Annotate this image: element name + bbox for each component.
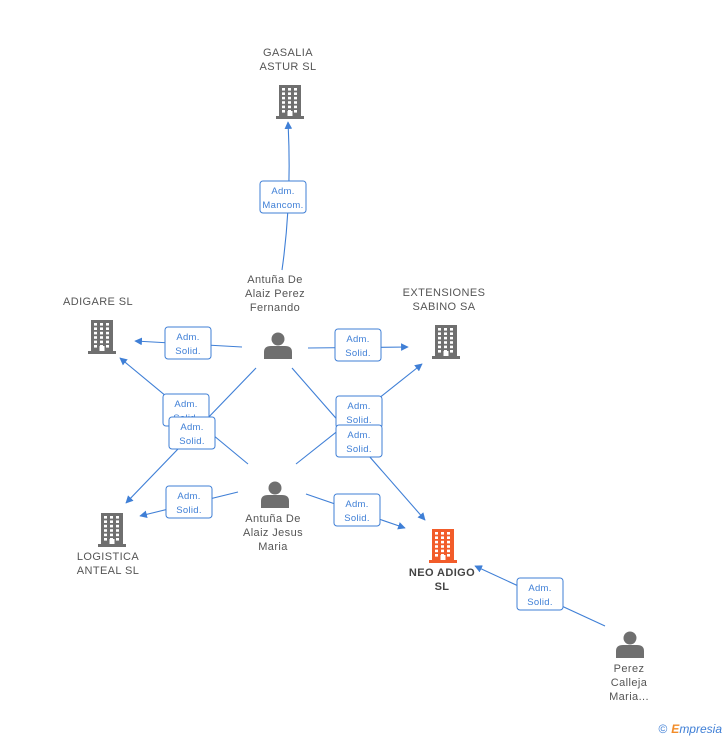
edges-layer: [119, 121, 606, 627]
edge-label-box: [165, 485, 213, 519]
copyright-symbol: ©: [658, 722, 668, 736]
edge-label-text: Solid.: [346, 415, 372, 426]
node-label-line: GASALIA: [263, 47, 313, 59]
edge-label-text: Solid.: [176, 505, 202, 516]
node-label-line: SABINO SA: [413, 301, 476, 313]
edge-label-text: Solid.: [175, 346, 201, 357]
building-icon: [276, 85, 304, 119]
edge-label-text: Adm.: [345, 499, 368, 510]
node-label-line: Antuña De: [245, 513, 301, 525]
brand-initial: E: [671, 722, 680, 736]
node-label-line: EXTENSIONES: [403, 287, 486, 299]
edge-label-text: Adm.: [271, 186, 294, 197]
building-icon: [98, 513, 126, 547]
node-label-line: Fernando: [250, 302, 300, 314]
node-gasalia[interactable]: GASALIA ASTUR SL: [260, 47, 317, 119]
person-icon: [264, 332, 292, 359]
footer-brand: ©Empresia: [658, 722, 722, 736]
node-label-line: ANTEAL SL: [77, 565, 140, 577]
edge-label-jesus-logistica[interactable]: Adm. Solid.: [165, 485, 213, 519]
node-label-line: Calleja: [611, 677, 648, 689]
edge-label-text: Solid.: [346, 444, 372, 455]
edge-label-text: Solid.: [344, 513, 370, 524]
edge-label-box: [516, 577, 564, 611]
edge-label-perez-neo[interactable]: Adm. Solid.: [516, 577, 564, 611]
node-label-line: LOGISTICA: [77, 551, 140, 563]
edge-label-text: Adm.: [177, 491, 200, 502]
node-label-line: Antuña De: [247, 274, 303, 286]
edge-label-box: [335, 424, 383, 458]
building-icon: [429, 529, 457, 563]
edge-label-box: [259, 180, 307, 214]
edge-label-fernando-adigare[interactable]: Adm. Solid.: [164, 326, 212, 360]
edge-label-text: Adm.: [347, 401, 370, 412]
node-label-line: Alaiz Perez: [245, 288, 305, 300]
node-label-line: SL: [435, 581, 450, 593]
edge-label-text: Solid.: [345, 348, 371, 359]
person-icon: [616, 631, 644, 658]
edge-label-text: Solid.: [527, 597, 553, 608]
edge-labels-layer: Adm. Mancom. Adm. Solid. Adm. Solid. Adm. Solid…: [162, 180, 564, 611]
edge-label-jesus-adigare[interactable]: Adm. Solid.: [168, 416, 216, 450]
edge-label-fernando-extensiones[interactable]: Adm. Solid.: [334, 328, 382, 362]
node-logistica[interactable]: LOGISTICA ANTEAL SL: [77, 513, 140, 577]
node-label-line: Perez: [614, 663, 645, 675]
edge-label-text: Adm.: [346, 334, 369, 345]
edge-label-text: Adm.: [176, 332, 199, 343]
node-label-line: Maria: [258, 541, 288, 553]
edge-label-box: [164, 326, 212, 360]
edge-label-text: Adm.: [174, 399, 197, 410]
node-label-line: Alaiz Jesus: [243, 527, 303, 539]
edge-label-text: Adm.: [347, 430, 370, 441]
edge-label-text: Adm.: [528, 583, 551, 594]
edge-label-jesus-extensiones[interactable]: Adm. Solid.: [335, 424, 383, 458]
node-label-line: Maria...: [609, 691, 649, 703]
edge-label-box: [334, 328, 382, 362]
building-icon: [432, 325, 460, 359]
node-label-line: NEO ADIGO: [409, 567, 475, 579]
node-neo[interactable]: NEO ADIGO SL: [409, 529, 475, 593]
nodes-layer: GASALIA ASTUR SL ADIGARE SL EXTENSIONES SABI…: [63, 47, 649, 703]
node-label-line: ASTUR SL: [260, 61, 317, 73]
edge-label-text: Solid.: [179, 436, 205, 447]
node-extensiones[interactable]: EXTENSIONES SABINO SA: [403, 287, 486, 359]
person-icon: [261, 481, 289, 508]
edge-label-text: Adm.: [180, 422, 203, 433]
edge-label-fernando-neo[interactable]: Adm. Solid.: [335, 395, 383, 429]
brand-name: mpresia: [679, 722, 722, 736]
edge-label-box: [168, 416, 216, 450]
node-label-line: ADIGARE SL: [63, 296, 133, 308]
edge-label-box: [333, 493, 381, 527]
building-icon: [88, 320, 116, 354]
edge-label-jesus-neo[interactable]: Adm. Solid.: [333, 493, 381, 527]
edge-label-text: Mancom.: [262, 200, 303, 211]
node-perez[interactable]: PerezCallejaMaria...: [609, 631, 649, 704]
edge-label-fernando-gasalia[interactable]: Adm. Mancom.: [259, 180, 307, 214]
node-adigare[interactable]: ADIGARE SL: [63, 296, 133, 354]
